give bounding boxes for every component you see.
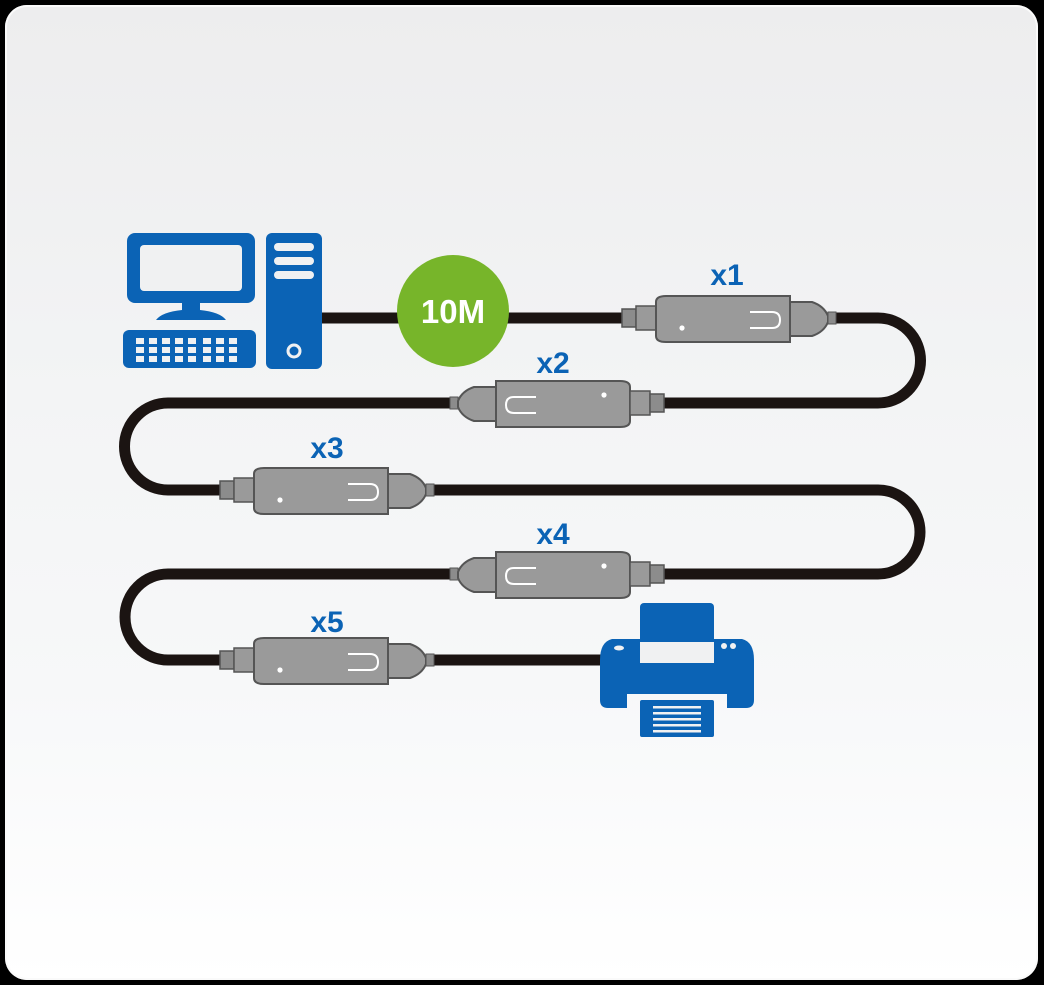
repeater-4-label: x4 <box>536 518 570 551</box>
repeater-1: x1 <box>621 259 837 343</box>
repeater-5-label: x5 <box>310 606 343 639</box>
repeater-4: x4 <box>449 518 665 599</box>
repeater-2: x2 <box>449 347 665 428</box>
length-badge-label: 10M <box>421 293 485 330</box>
desktop-computer-icon <box>123 233 322 369</box>
usb-cable <box>119 312 926 666</box>
repeater-2-label: x2 <box>536 347 569 380</box>
repeater-5: x5 <box>219 606 435 685</box>
length-badge: 10M <box>397 255 509 367</box>
printer-icon <box>600 603 754 737</box>
repeater-1-label: x1 <box>710 259 743 292</box>
repeater-3: x3 <box>219 432 435 515</box>
repeater-3-label: x3 <box>310 432 343 465</box>
